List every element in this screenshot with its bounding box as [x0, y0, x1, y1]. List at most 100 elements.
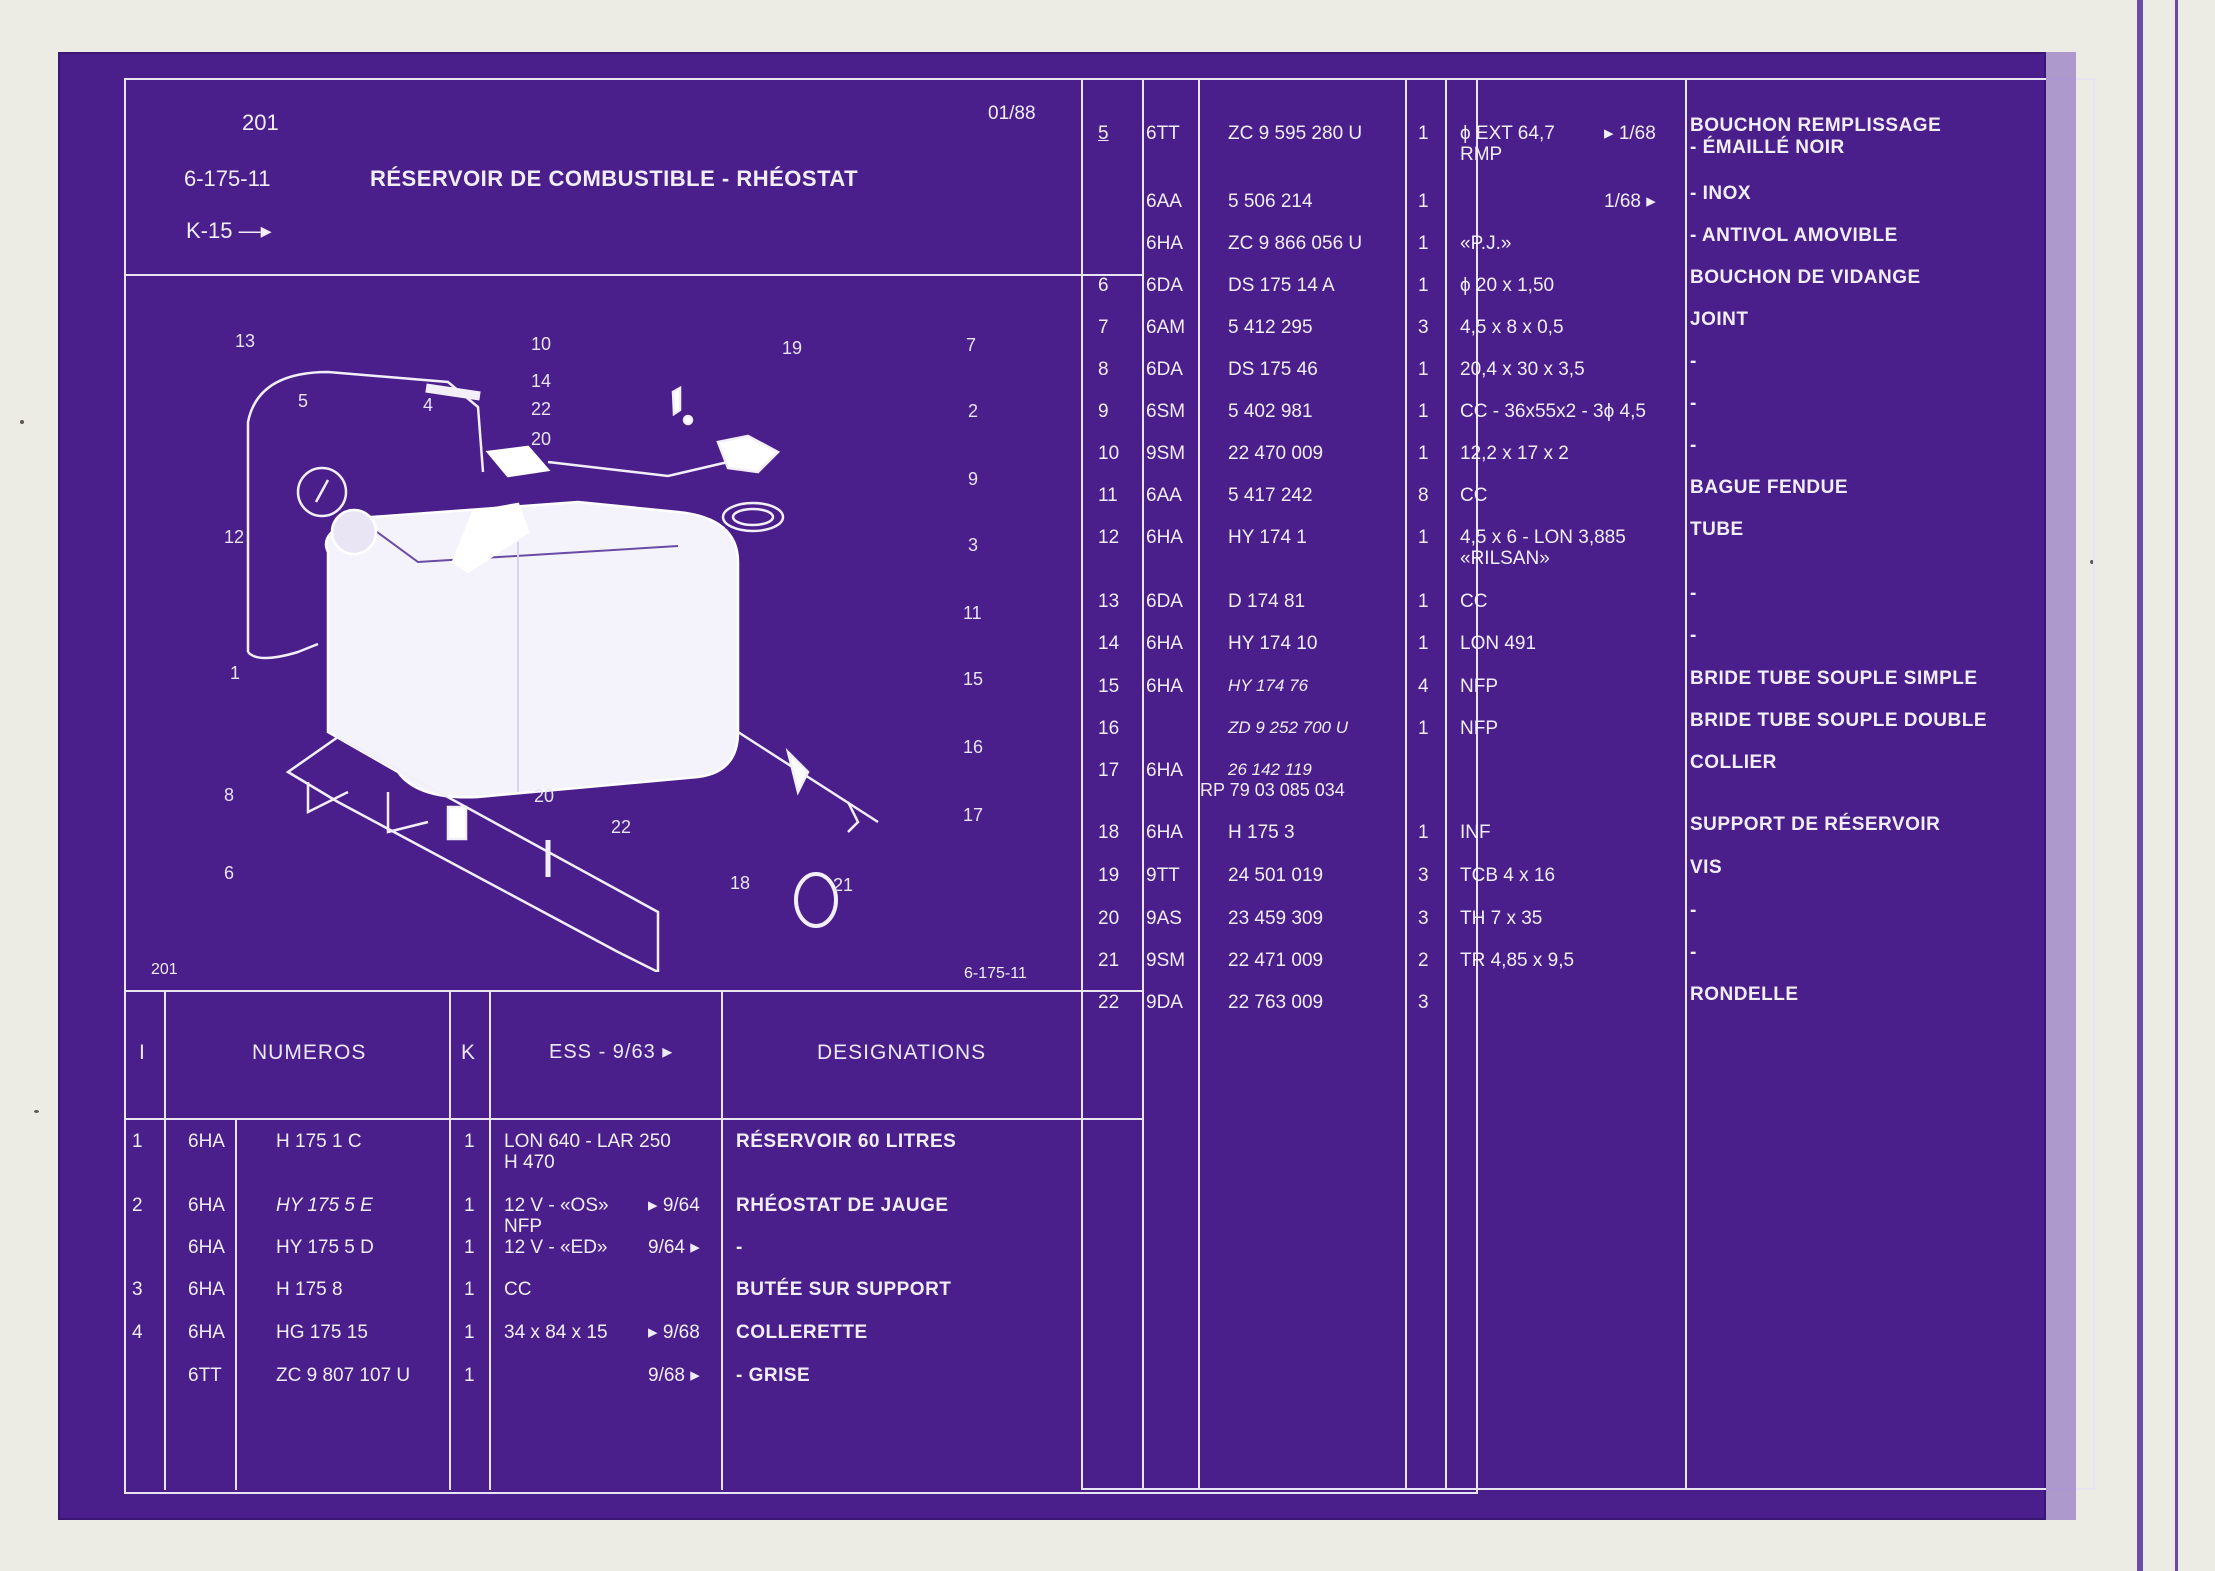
part-designation: -: [1690, 435, 1697, 456]
part-reference: HY 174 1: [1228, 527, 1307, 548]
part-designation: -: [1690, 393, 1697, 414]
tube-14: [425, 383, 481, 401]
col-line: [1445, 78, 1447, 1490]
seal-9: [721, 501, 785, 533]
part-quantity: 8: [1418, 485, 1429, 506]
part-spec: «P.J.»: [1460, 233, 1512, 254]
page-title: RÉSERVOIR DE COMBUSTIBLE - RHÉOSTAT: [370, 166, 859, 191]
part-item-number: 15: [1098, 676, 1120, 697]
part-item-number: 21: [1098, 950, 1120, 971]
bottom-border-right: [1081, 1488, 2095, 1490]
part-reference: H 175 3: [1228, 822, 1295, 843]
right-border: [2093, 78, 2095, 1490]
part-designation: BOUCHON DE VIDANGE: [1690, 267, 1921, 288]
col-line: [721, 990, 723, 1490]
col-line: [164, 990, 166, 1490]
catalog-sheet: 201 01/88 6-175-11 RÉSERVOIR DE COMBUSTI…: [58, 52, 2095, 1520]
callout-2: 2: [968, 401, 979, 421]
part-quantity: 1: [464, 1322, 475, 1343]
part-designation: -: [1690, 351, 1697, 372]
callout-21: 21: [833, 875, 854, 895]
support-18: [285, 735, 660, 972]
part-spec: 34 x 84 x 15: [504, 1322, 608, 1343]
part-reference: HY 174 76: [1228, 676, 1309, 695]
callout-20b: 20: [534, 786, 555, 806]
part-item-number: 16: [1098, 718, 1120, 739]
top-border-right: [1081, 78, 2095, 80]
part-spec: 20,4 x 30 x 3,5: [1460, 359, 1585, 380]
part-quantity: 1: [1418, 191, 1429, 212]
part-reference: 22 471 009: [1228, 950, 1324, 971]
part-reference: DS 175 14 A: [1228, 275, 1335, 296]
part-quantity: 1: [464, 1195, 475, 1216]
column-header-divider: [124, 1118, 1142, 1120]
part-quantity: 1: [1418, 401, 1429, 422]
gauge-5: [296, 466, 348, 518]
col-header-designations: DESIGNATIONS: [817, 1041, 987, 1064]
part-reference: 5 402 981: [1228, 401, 1313, 422]
part-designation: -: [1690, 942, 1697, 963]
part-quantity: 1: [1418, 633, 1429, 654]
part-spec: NFP: [1460, 718, 1498, 739]
part-code: 9SM: [1146, 950, 1186, 971]
part-designation: JOINT: [1690, 309, 1749, 330]
part-code: 6AA: [1146, 485, 1182, 506]
part-spec: TH 7 x 35: [1460, 908, 1543, 929]
part-quantity: 1: [464, 1279, 475, 1300]
part-reference: 26 142 119: [1228, 760, 1312, 779]
part-spec-line2: «RILSAN»: [1460, 548, 1550, 569]
part-designation: COLLERETTE: [736, 1322, 868, 1343]
section-code: 6-175-11: [184, 166, 271, 191]
callout-5: 5: [298, 391, 309, 411]
part-reference: ZC 9 595 280 U: [1228, 123, 1363, 144]
part-spec: ϕ EXT 64,7: [1460, 123, 1555, 144]
col-header-item: I: [139, 1041, 146, 1064]
part-quantity: 1: [464, 1131, 475, 1152]
figure-page-ref: 201: [151, 961, 178, 978]
part-spec: TR 4,85 x 9,5: [1460, 950, 1575, 971]
collar-17: [794, 872, 838, 928]
part-quantity: 3: [1418, 992, 1429, 1013]
part-validity-date: 1/68 ▸: [1604, 191, 1656, 212]
callout-12: 12: [224, 527, 245, 547]
part-item-number: 5: [1098, 123, 1109, 144]
part-quantity: 1: [1418, 275, 1429, 296]
part-reference: 22 763 009: [1228, 992, 1324, 1013]
part-designation: - INOX: [1690, 183, 1752, 204]
callout-3: 3: [968, 535, 979, 555]
part-code: 6HA: [188, 1195, 225, 1216]
part-spec: NFP: [1460, 676, 1498, 697]
col-header-k: K: [461, 1041, 477, 1064]
part-quantity: 2: [1418, 950, 1429, 971]
part-reference: ZD 9 252 700 U: [1228, 718, 1349, 737]
col-line: [1405, 78, 1407, 1490]
figure-ref: 6-175-11: [964, 965, 1027, 982]
part-validity-date: ▸ 9/64: [648, 1195, 700, 1216]
col-line: [1685, 78, 1687, 1490]
callout-10: 10: [531, 334, 552, 354]
dust-speck: [34, 1110, 39, 1113]
part-code: 6HA: [1146, 633, 1183, 654]
part-spec: ϕ 20 x 1,50: [1460, 275, 1555, 296]
part-quantity: 1: [1418, 359, 1429, 380]
part-quantity: 1: [1418, 822, 1429, 843]
dust-speck: [2090, 560, 2094, 564]
part-reference: HY 175 5 E: [276, 1195, 373, 1216]
part-spec: 4,5 x 8 x 0,5: [1460, 317, 1564, 338]
callout-15: 15: [963, 669, 984, 689]
part-item-number: 19: [1098, 865, 1120, 886]
part-item-number: 3: [132, 1279, 143, 1300]
model-code: K-15 —▸: [186, 218, 272, 243]
fuel-tank-exploded-drawing: [246, 370, 879, 972]
edition-date: 01/88: [988, 103, 1036, 124]
part-spec-line2: RMP: [1460, 144, 1503, 165]
part-validity-date: ▸ 1/68: [1604, 123, 1656, 144]
dust-speck: [20, 420, 24, 424]
part-quantity: 1: [464, 1237, 475, 1258]
part-code: 6AM: [1146, 317, 1186, 338]
part-spec: 12 V - «ED»: [504, 1237, 608, 1258]
part-designation-line2: - ÉMAILLÉ NOIR: [1690, 137, 1845, 158]
page-border: [124, 78, 1478, 1494]
part-item-number: 10: [1098, 443, 1120, 464]
part-reference: HY 175 5 D: [276, 1237, 374, 1258]
